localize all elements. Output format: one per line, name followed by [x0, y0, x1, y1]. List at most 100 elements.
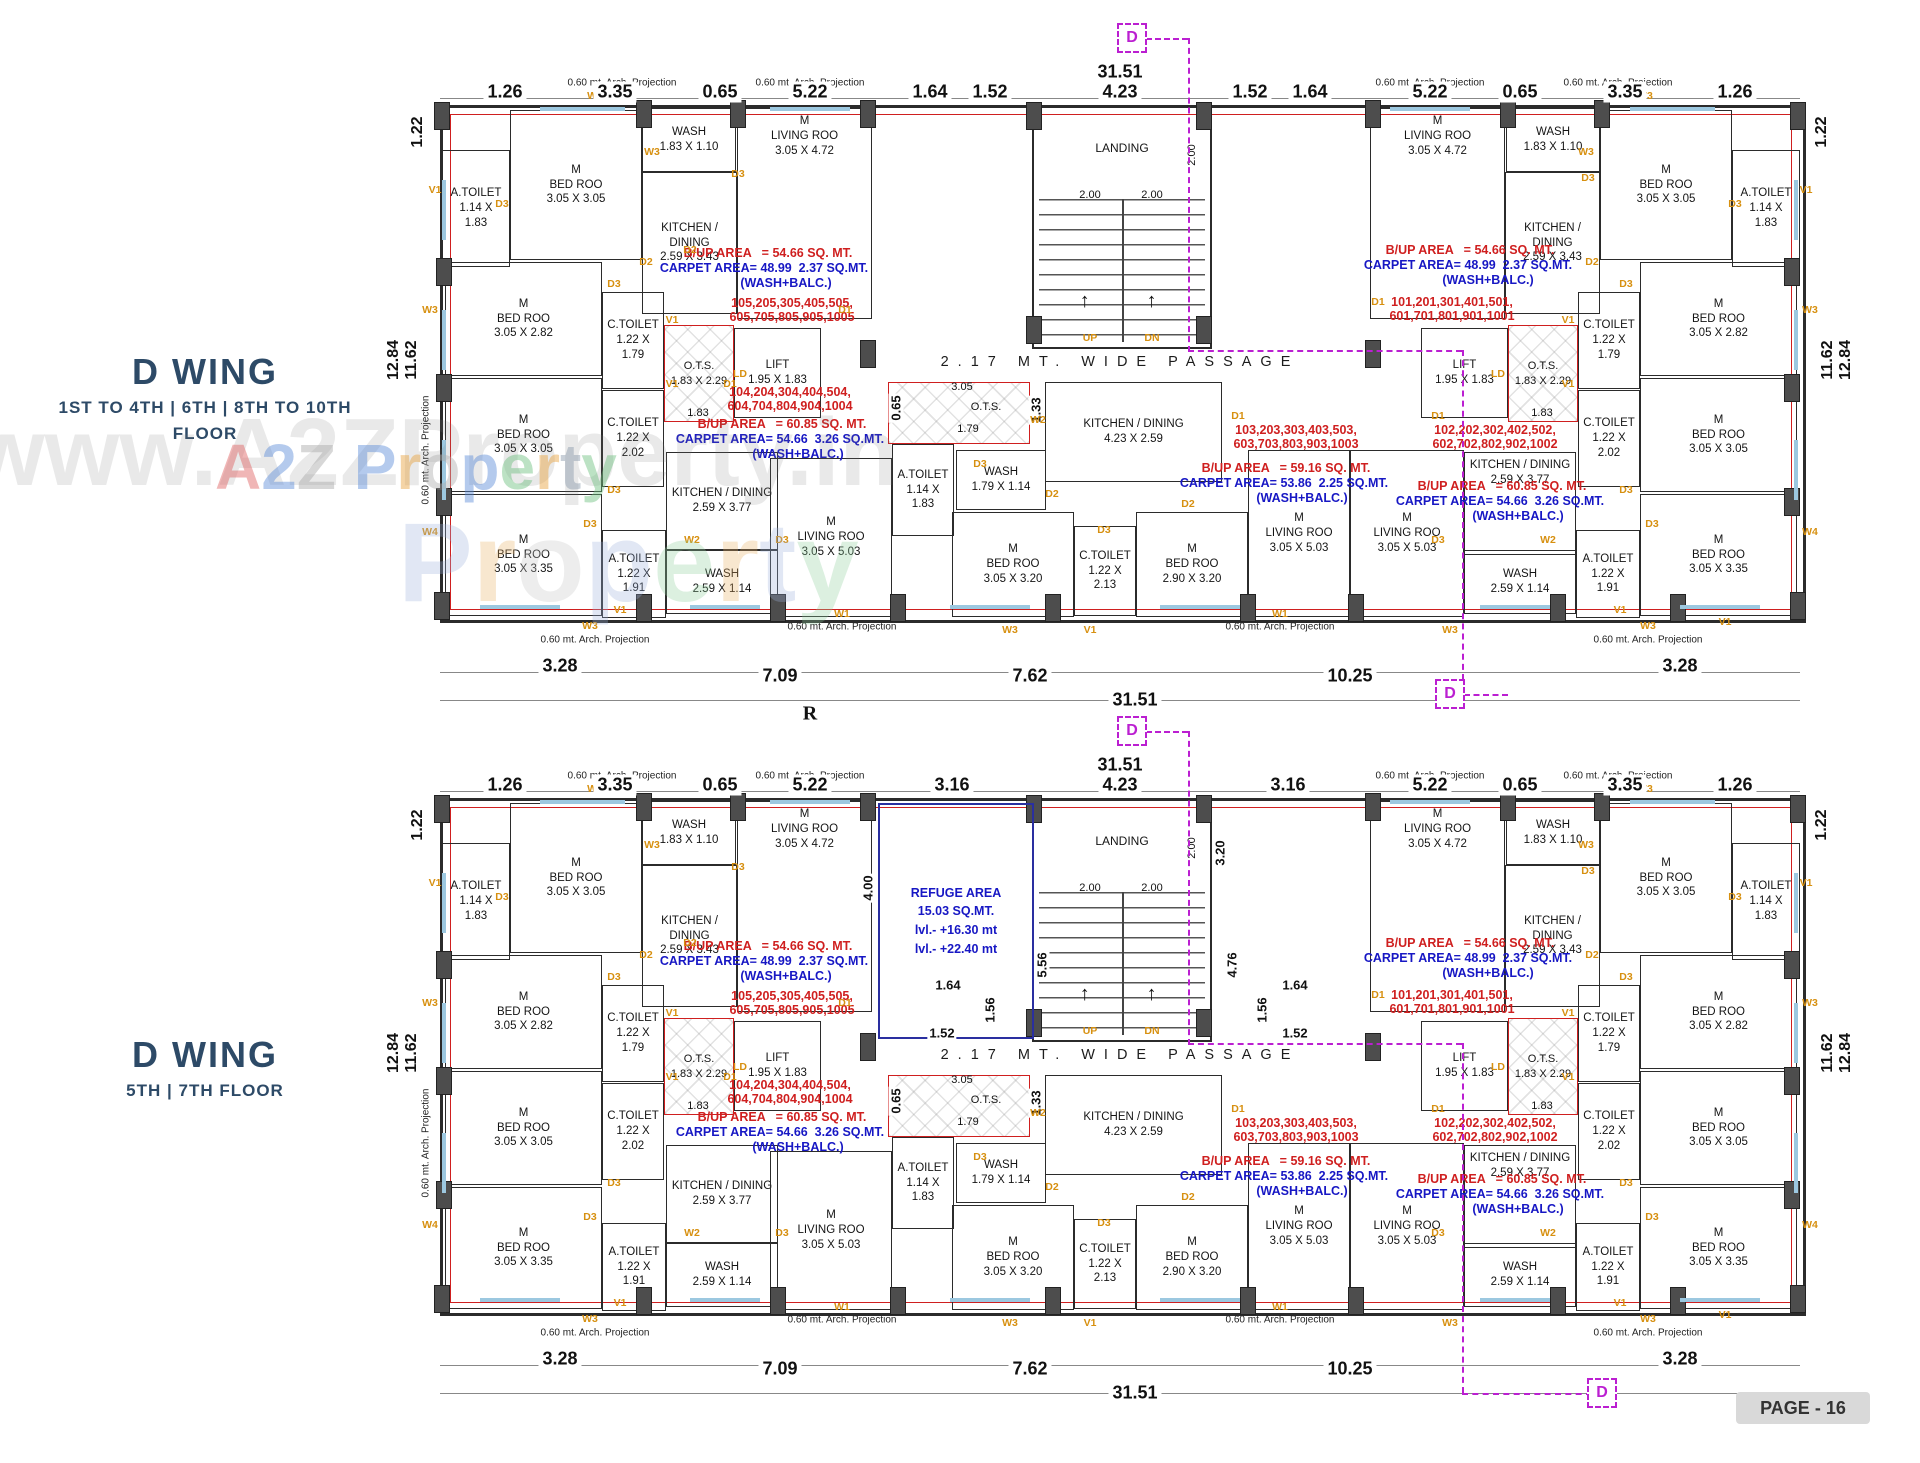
window: [690, 605, 760, 609]
room: C.TOILET 1.22 X 2.13: [1074, 1219, 1136, 1309]
flat-annotation: B/UP AREA = 60.85 SQ. MT.: [1417, 1172, 1587, 1186]
room: KITCHEN / DINING 2.59 X 3.43: [642, 172, 737, 314]
wall-tag: W2: [1030, 1107, 1046, 1119]
column: [1365, 340, 1381, 368]
ots-shaft: [888, 382, 1030, 444]
dimension-label: 1.79: [957, 423, 979, 436]
wall-tag: V1: [1083, 1317, 1097, 1329]
dimension-label: 3.28: [538, 655, 582, 677]
room: WASH 1.83 X 1.10: [642, 108, 736, 172]
column: [860, 1033, 876, 1061]
room: KITCHEN / DINING 4.23 X 2.59: [1045, 1075, 1222, 1175]
dimension-label: 1.64: [1288, 81, 1332, 103]
flat-annotation: 101,201,301,401,501,: [1391, 988, 1513, 1002]
dimension-label: 5.22: [788, 774, 832, 796]
dimension-label: 3.20: [1212, 838, 1228, 868]
wall-tag: D1: [1431, 410, 1445, 422]
dimension-label: 12.84: [1837, 1028, 1855, 1078]
dimension-label: 1.26: [483, 774, 527, 796]
dimension-label: 0.65: [888, 393, 904, 423]
projection-label: 0.60 mt. Arch. Projection: [787, 621, 897, 633]
wall-tag: D1: [723, 1071, 737, 1083]
dimension-label: 1.79: [957, 1116, 979, 1129]
flat-annotation: B/UP AREA = 54.66 SQ. MT.: [1385, 936, 1555, 950]
ots-shaft: O.T.S. 1.83 X 2.29: [664, 1018, 734, 1115]
room: KITCHEN / DINING 2.59 X 3.43: [1505, 865, 1600, 1007]
column: [1045, 594, 1061, 622]
room: M BED ROO 3.05 X 3.35: [445, 1187, 602, 1309]
window: [540, 107, 625, 111]
wall-tag: W3: [644, 146, 660, 158]
room: M LIVING ROO 3.05 X 5.03: [1248, 1143, 1350, 1310]
area-annotation: (WASH+BALC.): [1256, 491, 1348, 505]
flat-annotation: 105,205,305,405,505,: [731, 296, 853, 310]
dimension-label: 1.52: [1280, 1025, 1310, 1041]
dimension-line: [440, 1365, 1800, 1366]
wall-tag: D3: [1581, 865, 1595, 877]
column: [770, 1287, 786, 1315]
r-label: R: [802, 702, 818, 725]
window: [770, 800, 850, 804]
room: M BED ROO 3.05 X 3.35: [445, 494, 602, 616]
wall-tag: W3: [1442, 624, 1458, 636]
room: M LIVING ROO 3.05 X 5.03: [770, 1151, 892, 1310]
room: M BED ROO 3.05 X 3.05: [1640, 378, 1797, 492]
section-line: [1462, 1043, 1464, 1393]
flat-annotation: B/UP AREA = 54.66 SQ. MT.: [1385, 243, 1555, 257]
area-annotation: (WASH+BALC.): [1472, 509, 1564, 523]
wall-tag: D1: [1231, 410, 1245, 422]
column: [636, 1287, 652, 1315]
flat-annotation: 602,702,802,902,1002: [1432, 437, 1558, 451]
dimension-label: 3.35: [593, 81, 637, 103]
window: [770, 107, 850, 111]
flat-annotation: B/UP AREA = 60.85 SQ. MT.: [1417, 479, 1587, 493]
wall-tag: D3: [973, 458, 987, 470]
room: M BED ROO 3.05 X 2.82: [445, 955, 602, 1069]
staircase: LANDING↑↑: [1032, 798, 1212, 1042]
wall-tag: W1: [1272, 608, 1288, 620]
area-annotation: CARPET AREA= 53.86 2.25 SQ.MT.: [1179, 1169, 1389, 1183]
room: A.TOILET 1.22 X 1.91: [1576, 1223, 1640, 1311]
room: WASH 1.83 X 1.10: [642, 801, 736, 865]
room: M LIVING ROO 3.05 X 5.03: [770, 458, 892, 617]
wing-name: D WING: [132, 351, 278, 392]
section-line: [1146, 731, 1188, 733]
dimension-label: 4.23: [1098, 774, 1142, 796]
room: C.TOILET 1.22 X 2.13: [1074, 526, 1136, 616]
wall-tag: W3: [1442, 1317, 1458, 1329]
dimension-label: 3.16: [930, 774, 974, 796]
dimension-label: 2.00: [1141, 189, 1163, 202]
wall-tag: V1: [1613, 604, 1627, 616]
flat-annotation: 605,705,805,905,1005: [729, 1003, 855, 1017]
section-line: [1188, 38, 1190, 352]
room: LIFT 1.95 X 1.83: [1421, 328, 1508, 418]
wall-tag: D3: [1097, 1217, 1111, 1229]
room: M BED ROO 3.05 X 2.82: [1640, 262, 1797, 376]
wall-tag: V1: [1718, 1309, 1732, 1321]
ots-shaft: O.T.S. 1.83 X 2.29: [1508, 1018, 1578, 1115]
room: M BED ROO 3.05 X 3.05: [510, 110, 642, 260]
column: [434, 102, 450, 130]
dimension-label: 0.65: [1498, 774, 1542, 796]
room: C.TOILET 1.22 X 2.02: [1578, 390, 1640, 487]
wall-tag: V1: [1561, 1007, 1575, 1019]
room: C.TOILET 1.22 X 1.79: [602, 292, 664, 389]
wall-tag: W3: [1640, 620, 1656, 632]
column: [1790, 102, 1806, 130]
room: M LIVING ROO 3.05 X 4.72: [1370, 108, 1505, 319]
window: [1160, 605, 1240, 609]
wall-tag: D3: [1581, 172, 1595, 184]
column: [636, 100, 652, 128]
window: [540, 800, 625, 804]
window: [950, 1298, 1030, 1302]
wall-tag: V1: [613, 604, 627, 616]
wall-tag: D3: [1619, 484, 1633, 496]
window: [950, 605, 1030, 609]
room: M BED ROO 3.05 X 3.05: [1600, 803, 1732, 953]
ots-shaft: O.T.S. 1.83 X 2.29: [664, 325, 734, 422]
window: [442, 440, 446, 500]
room: M BED ROO 3.05 X 3.35: [1640, 494, 1797, 616]
window: [1630, 800, 1715, 804]
wall-tag: D3: [1619, 278, 1633, 290]
